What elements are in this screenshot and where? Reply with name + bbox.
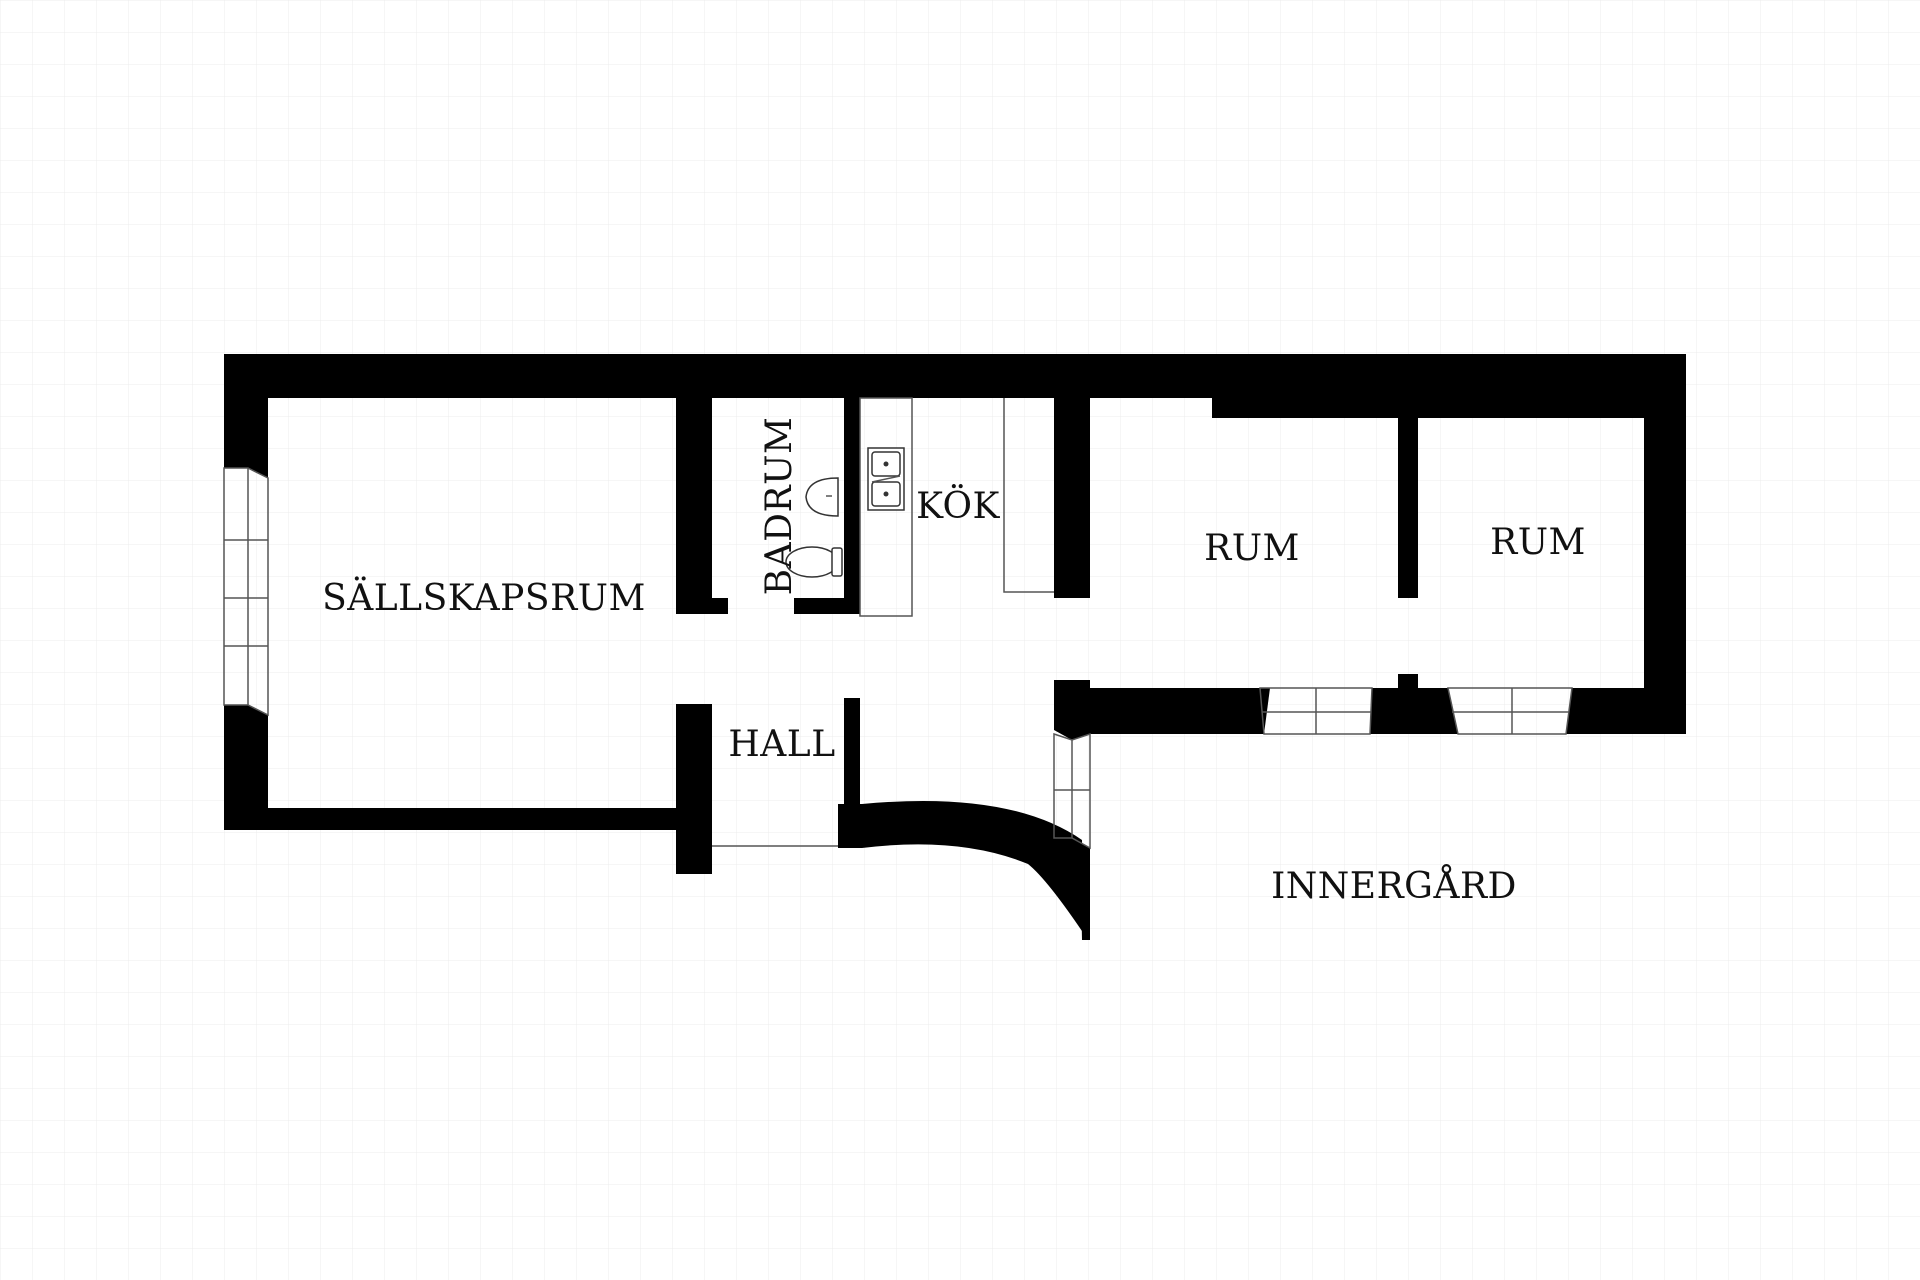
kitchen-counters xyxy=(859,397,1054,617)
label-hall: HALL xyxy=(728,724,835,765)
jamb-lower xyxy=(1054,838,1090,940)
bottom-wall-left xyxy=(224,808,710,830)
wall-bath-foot-right xyxy=(794,598,860,614)
walls xyxy=(224,354,1686,940)
top-wall xyxy=(224,354,1686,398)
bottom-wall-rooms-1 xyxy=(1090,688,1260,734)
label-badrum: BADRUM xyxy=(759,417,800,596)
wall-room-room xyxy=(1398,418,1418,598)
kitchen-sink-icon xyxy=(867,447,905,511)
window-bottom-1 xyxy=(1259,687,1373,735)
label-rum-2: RUM xyxy=(1490,522,1586,563)
label-sallskapsrum: SÄLLSKAPSRUM xyxy=(322,577,646,619)
hall-jamb-left xyxy=(676,704,712,874)
curved-wall xyxy=(862,800,1088,940)
wall-hall-right xyxy=(844,698,860,810)
wall-kitchen-room xyxy=(1054,398,1090,598)
room-labels: SÄLLSKAPSRUM BADRUM KÖK RUM RUM HALL INN… xyxy=(322,417,1586,907)
top-wall-step xyxy=(1212,398,1686,418)
toilet-icon xyxy=(785,546,843,578)
left-wall-upper xyxy=(224,354,268,478)
counter-left xyxy=(859,397,913,617)
bathroom-fixtures xyxy=(785,477,843,578)
corner-right xyxy=(1602,688,1686,734)
sink-icon xyxy=(805,477,839,517)
jamb-upper xyxy=(1054,680,1090,740)
wall-bath-kitchen xyxy=(844,398,860,614)
label-rum-1: RUM xyxy=(1204,528,1300,569)
counter-right xyxy=(1003,398,1054,593)
wall-bath-foot-left xyxy=(676,598,728,614)
hall-jamb-right xyxy=(838,804,862,848)
windows xyxy=(223,467,1573,850)
right-wall xyxy=(1644,398,1686,734)
wall-living-bath xyxy=(676,398,712,614)
left-wall-lower xyxy=(224,705,268,830)
mid-pier xyxy=(1370,674,1458,734)
label-innergard: INNERGÅRD xyxy=(1271,865,1517,907)
window-bottom-2 xyxy=(1447,687,1573,735)
label-kok: KÖK xyxy=(916,485,1000,527)
